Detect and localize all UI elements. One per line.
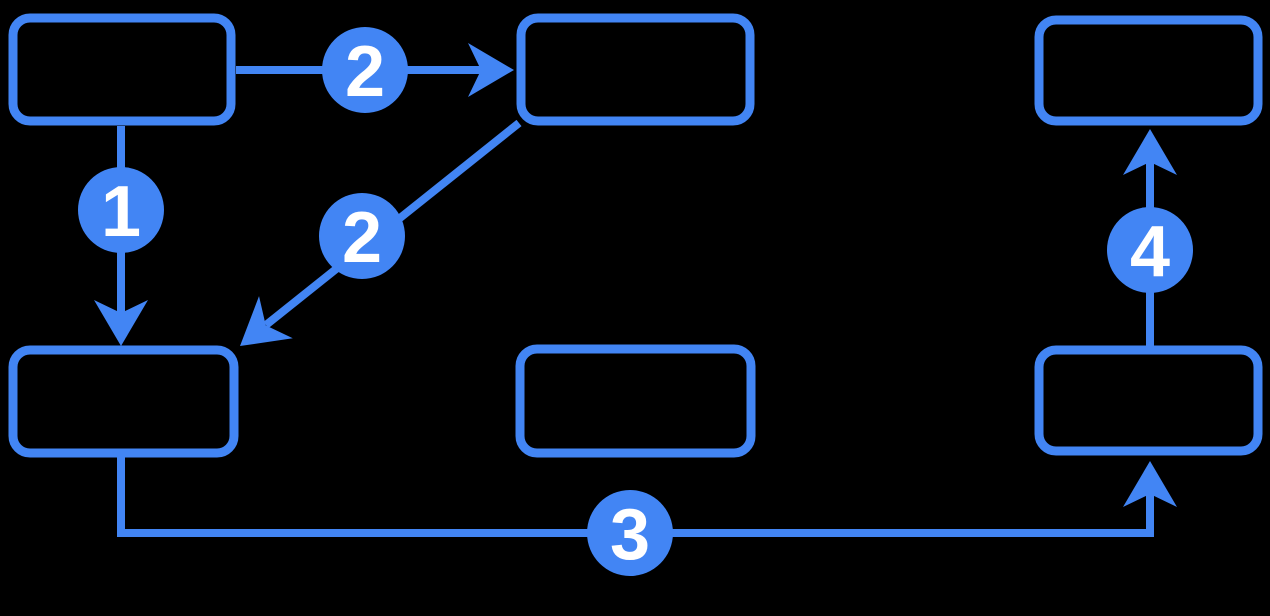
edge-step-2a-arrowhead-icon — [468, 43, 514, 97]
node-layer — [8, 13, 1263, 458]
step-badge-4 — [1107, 207, 1193, 293]
edge-step-1-arrowhead-icon — [94, 300, 148, 346]
badge-layer: 1 2 2 3 4 — [78, 27, 1193, 576]
step-badge-2b-label: 2 — [342, 198, 382, 278]
node-box-bottom-middle — [515, 344, 756, 458]
node-box-top-middle — [516, 13, 755, 126]
step-badge-1-label: 1 — [101, 172, 141, 252]
node-box-top-left — [8, 13, 236, 126]
node-box-bottom-right — [1034, 345, 1263, 456]
edge-step-2b-arrowhead-icon — [240, 296, 293, 346]
step-badge-2b — [319, 193, 405, 279]
step-badge-3-label: 3 — [610, 495, 650, 575]
edge-step-3-arrowhead-icon — [1123, 461, 1177, 507]
edge-step-4-arrowhead-icon — [1123, 129, 1177, 175]
step-badge-2a-label: 2 — [345, 32, 385, 112]
step-badge-4-label: 4 — [1130, 212, 1170, 292]
node-box-bottom-left — [8, 345, 239, 458]
node-box-top-right — [1034, 15, 1263, 126]
step-badge-1 — [78, 167, 164, 253]
step-badge-2a — [322, 27, 408, 113]
step-badge-3 — [587, 490, 673, 576]
